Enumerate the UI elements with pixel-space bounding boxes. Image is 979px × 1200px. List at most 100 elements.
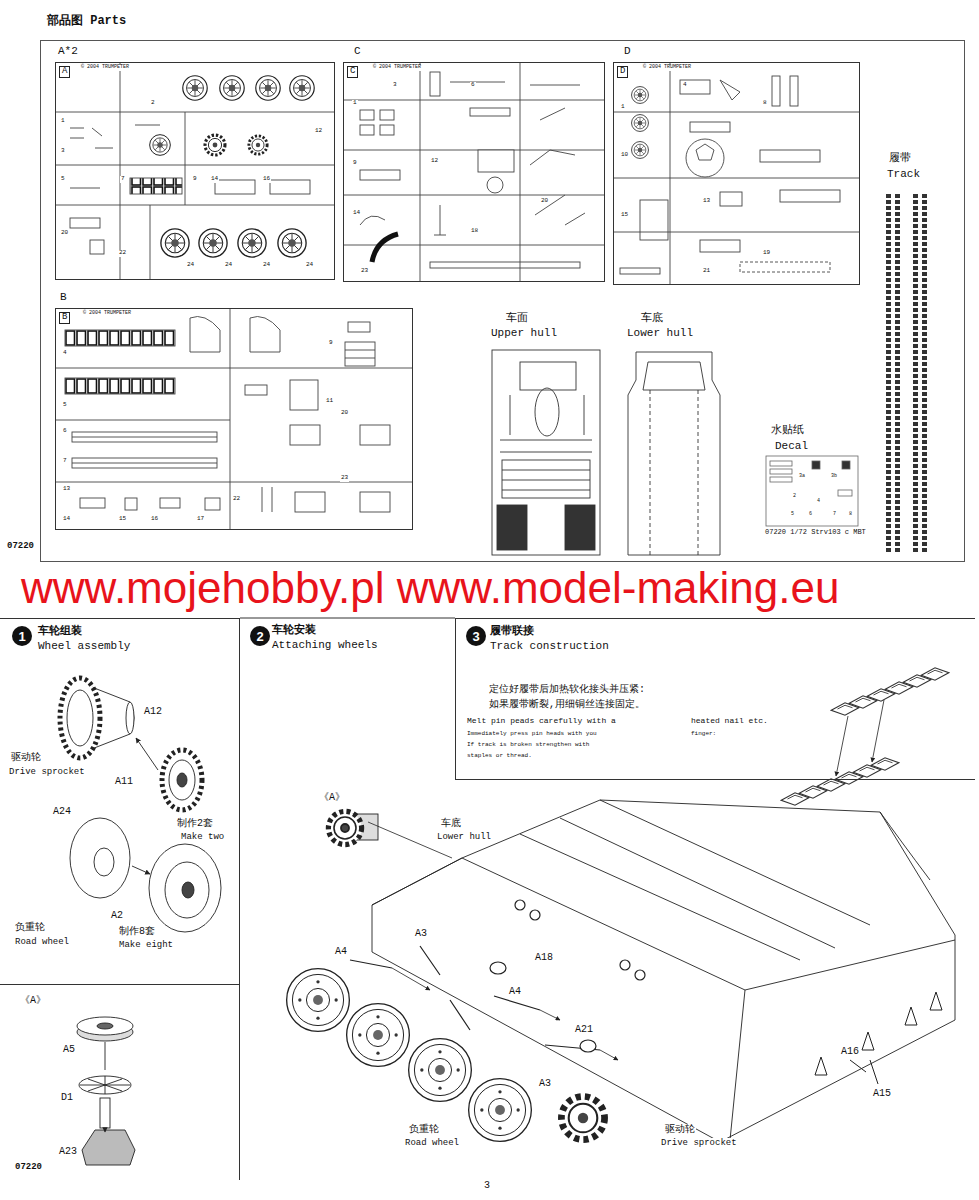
line-art [500,395,592,452]
line-art [262,487,272,512]
line-art [55,308,413,530]
sprue-frame: CC [343,62,605,282]
part-number: 3 [60,148,66,155]
part-number: 24 [224,262,233,269]
line-art [535,388,559,436]
line-art [530,910,540,920]
label-text: A24 [52,806,72,818]
line-art [469,1079,532,1142]
line-art [80,1076,130,1094]
line-art [530,150,585,225]
line-art [182,882,194,898]
part-number: 8 [848,512,853,518]
line-art [177,773,187,787]
step-panel: 2车轮安装Attaching wheels [240,618,455,788]
sub-assembly-panel: 《A》 [0,985,240,1180]
line-art [600,1050,618,1060]
part-number: 4 [682,82,688,89]
line-art [199,229,227,257]
label-text: 履带 [888,152,912,165]
label-text: Drive sprocket [660,1138,738,1148]
step1-arrows [132,738,158,874]
label-text: 负重轮 [14,922,46,934]
sub-assembly-drawing [77,1017,135,1165]
line-art [565,505,595,550]
part-number: 7 [62,458,68,465]
line-art [487,177,503,193]
line-art [136,738,158,770]
label-text: 07220 [14,1162,43,1172]
label-text: A4 [334,946,348,958]
heading-text: B [60,291,67,304]
step-number-text: 2 [250,626,270,646]
part-number: 12 [430,158,439,165]
part-number: 7 [120,176,126,183]
line-art [287,969,350,1032]
line-art [628,352,720,555]
line-art [770,469,792,474]
lower-hull-drawing [372,800,955,1142]
step-number: 2 [250,626,270,646]
line-art [836,716,848,776]
part-number: 23 [340,475,349,482]
line-art [130,178,182,194]
line-art [55,62,335,280]
line-art [162,750,202,810]
part-number: 6 [62,428,68,435]
line-art [105,1042,106,1132]
label-text: A3 [414,928,428,940]
step-number: 1 [12,626,32,646]
line-art [891,194,895,553]
line-art [490,962,506,974]
label-text: 车面 [505,312,529,325]
line-art [82,1130,135,1165]
heading-text: 部品图 Parts [47,15,126,29]
label-text: A2 [110,910,124,922]
part-number: 2 [150,100,156,107]
part-number: 11 [325,398,334,405]
line-art [295,492,325,512]
line-art [77,1017,133,1035]
label-text: 制作8套 [118,926,156,938]
sprue-letter: D [617,66,628,78]
line-art [215,180,255,194]
line-art [632,115,649,132]
line-art [250,317,280,353]
step-number-text: 3 [466,626,486,646]
line-art [290,380,318,410]
track [893,194,920,553]
line-art [345,342,375,366]
line-art [450,82,580,120]
label-text: A11 [114,776,134,788]
label-text: 制作2套 [176,818,214,830]
line-art [80,498,105,508]
label-text: A16 [840,1046,860,1058]
label-text: Road wheel [14,937,70,947]
line-art [345,350,375,358]
line-art [409,1039,472,1102]
step1-drawing [60,678,221,932]
line-art [492,350,600,555]
decal-sheet [766,456,858,526]
part-number: finger: [690,731,717,738]
line-art [380,110,394,120]
part-number: 14 [62,516,71,523]
line-art [290,76,314,100]
part-number: Immediately press pin heads with you [466,731,598,738]
panel-line [240,618,455,619]
line-art [815,1057,827,1075]
label-text: Lower hull [626,327,694,340]
line-art [862,1032,874,1050]
line-art [161,229,189,257]
label-text: 驱动轮 [664,1124,696,1136]
line-art [780,190,840,202]
part-number: 20 [540,198,549,205]
line-art [430,262,580,268]
part-number: 3 [392,82,398,89]
line-art [770,461,792,466]
line-art [872,700,884,762]
line-art [838,490,852,496]
line-art [220,76,244,100]
line-art [205,498,220,510]
line-art [360,125,374,135]
